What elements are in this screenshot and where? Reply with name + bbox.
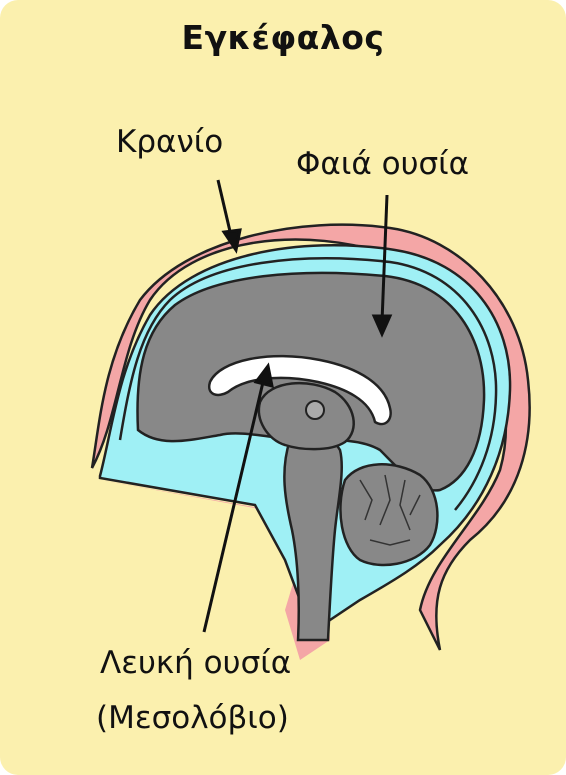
grey-matter-label: Φαιά ουσία bbox=[296, 146, 469, 182]
cerebellum-shape bbox=[340, 464, 437, 565]
white-matter-label: Λευκή ουσία bbox=[100, 645, 291, 681]
pineal-shape bbox=[306, 401, 324, 419]
corpus-callosum-label: (Μεσολόβιο) bbox=[96, 700, 289, 736]
skull-arrow bbox=[218, 180, 240, 250]
skull-label: Κρανίο bbox=[116, 124, 223, 160]
